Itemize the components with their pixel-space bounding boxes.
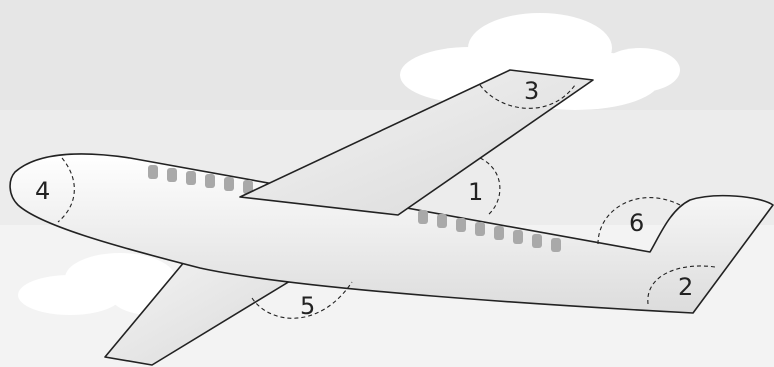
region-label-1: 1 — [468, 178, 483, 206]
window — [148, 165, 158, 179]
window — [224, 177, 234, 191]
window — [475, 222, 485, 236]
window — [494, 226, 504, 240]
region-label-6: 6 — [629, 209, 644, 237]
region-label-4: 4 — [35, 177, 50, 205]
window — [418, 210, 428, 224]
window — [437, 214, 447, 228]
window — [513, 230, 523, 244]
window — [551, 238, 561, 252]
window — [167, 168, 177, 182]
region-label-2: 2 — [678, 273, 693, 301]
window — [186, 171, 196, 185]
window — [532, 234, 542, 248]
window — [456, 218, 466, 232]
window — [205, 174, 215, 188]
region-label-5: 5 — [300, 292, 315, 320]
region-label-3: 3 — [524, 77, 539, 105]
